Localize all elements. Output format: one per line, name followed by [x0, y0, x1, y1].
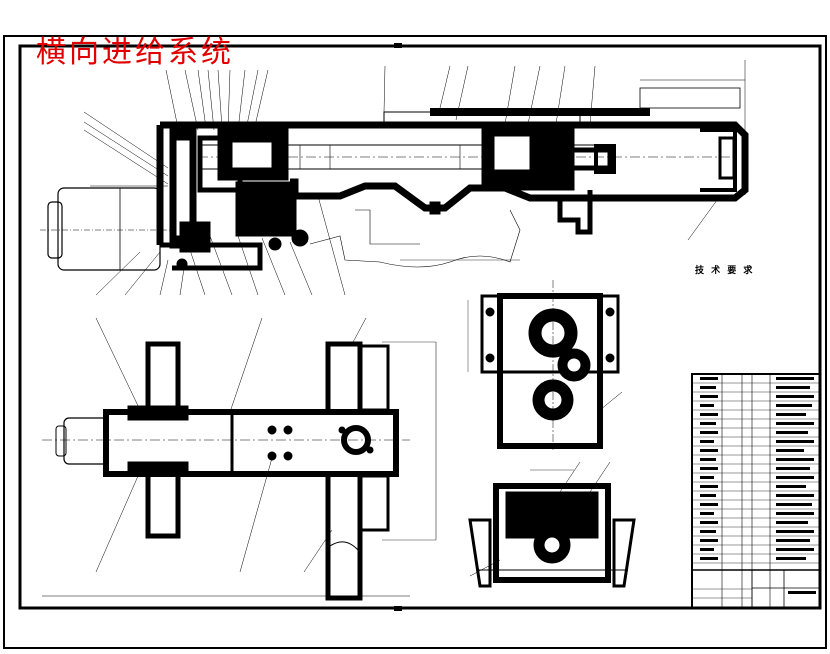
drawing-title: 横向进给系统 — [36, 35, 234, 70]
technical-requirements-heading: 技 术 要 求 — [695, 266, 755, 276]
center-mark-bottom — [394, 606, 402, 611]
center-mark-top — [394, 43, 402, 48]
parts-list-table — [691, 373, 821, 609]
outer-border — [3, 35, 827, 649]
side-view — [467, 280, 623, 450]
main-section-view — [40, 60, 749, 271]
bottom-section-view — [468, 461, 636, 588]
plan-view — [42, 317, 437, 601]
leader-lines — [83, 65, 721, 296]
inner-border — [18, 44, 822, 610]
